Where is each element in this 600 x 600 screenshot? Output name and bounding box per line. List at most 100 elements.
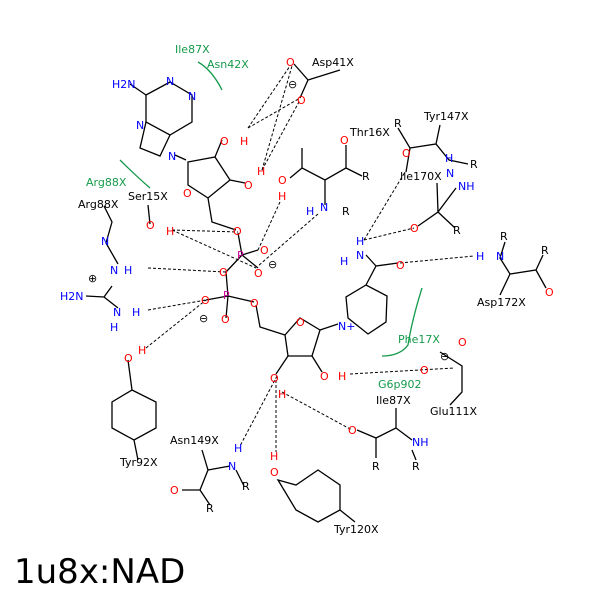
bond (365, 254, 399, 286)
bond (174, 154, 187, 161)
atom-label: N (136, 119, 144, 132)
bond (397, 124, 469, 229)
atom-label: N (188, 90, 196, 103)
atom-label: O (254, 267, 263, 280)
atom-label: N (110, 264, 118, 277)
atom-label: NH (412, 436, 429, 449)
atom-label: H2N (60, 290, 84, 303)
bond (182, 449, 245, 506)
atom-label: O (220, 135, 229, 148)
atom-label: R (500, 230, 508, 243)
atom-label: O (260, 244, 269, 257)
atom-label: O (233, 225, 242, 238)
atom-label: O (221, 313, 230, 326)
atom-label: ⊕ (88, 272, 97, 285)
bond (229, 179, 246, 184)
bond (205, 232, 259, 319)
atom-label: O (458, 336, 467, 349)
diagram-title: 1u8x:NAD (14, 552, 186, 592)
atom-label: O (270, 466, 279, 479)
atom-label: H (166, 225, 174, 238)
residue-asn149: Asn149X (170, 434, 219, 447)
atom-label: R (412, 460, 420, 473)
ribose-1 (187, 156, 231, 199)
bond (255, 304, 286, 336)
residue-tyr147: Tyr147X (423, 110, 469, 123)
atom-label: O (170, 484, 179, 497)
atom-label: H (138, 344, 146, 357)
residue-ile87: Ile87X (376, 394, 411, 407)
atom-label: O (320, 370, 329, 383)
bond (145, 81, 193, 136)
atom-label: H (110, 321, 118, 334)
atom-label: O (201, 294, 210, 307)
atom-label: O (410, 222, 419, 235)
atom-label: R (394, 117, 402, 130)
atom-label: ⊖ (199, 312, 208, 325)
atom-label: NH (458, 180, 475, 193)
atom-label: R (342, 205, 350, 218)
atom-label: O (545, 286, 554, 299)
bond (214, 139, 223, 158)
atom-label: O (402, 147, 411, 160)
atom-label: H (132, 306, 140, 319)
residue-tyr92: Tyr92X (119, 456, 158, 469)
atom-label: O (296, 316, 305, 329)
atom-label: N (496, 250, 504, 263)
atom-label: H (356, 235, 364, 248)
residue-asp172: Asp172X (477, 296, 526, 309)
bond (147, 204, 151, 225)
atom-label: N (356, 249, 364, 262)
bond (439, 351, 463, 406)
hydrophobic-arc-asn42 (197, 61, 223, 91)
ribose-2 (284, 317, 321, 357)
atom-label: O (348, 424, 357, 437)
atom-label: R (362, 170, 370, 183)
atom-label: N (168, 150, 176, 163)
atom-label: H (257, 165, 265, 178)
atom-label: N (101, 235, 109, 248)
hydrogen-bond (145, 65, 475, 452)
atom-label: H (124, 264, 132, 277)
atom-label: N (446, 167, 454, 180)
atom-label: O (244, 179, 253, 192)
atom-label: O (270, 372, 279, 385)
atom-label: H (338, 370, 346, 383)
atom-label: H (340, 255, 348, 268)
bond (207, 197, 237, 231)
hydrogen-bonds (145, 65, 475, 452)
atom-label: N (320, 201, 328, 214)
atom-label: O (219, 266, 228, 279)
residue-phe17: Phe17X (398, 333, 440, 346)
atom-label: N (166, 75, 174, 88)
atom-label: R (453, 224, 461, 237)
atom-label: R (541, 244, 549, 257)
bond (129, 83, 147, 96)
atom-label: O (340, 134, 349, 147)
atom-label: R (242, 480, 250, 493)
atom-label: R (372, 460, 380, 473)
bond (139, 121, 171, 157)
atom-label: H (278, 190, 286, 203)
residue-g6p902: G6p902 (378, 378, 422, 391)
bond (85, 205, 119, 309)
residue-ile170: Ile170X (400, 170, 442, 183)
residue-asp41: Asp41X (312, 56, 354, 69)
atom-label: R (206, 502, 214, 515)
atom-label: O (278, 174, 287, 187)
atom-label: O (250, 297, 259, 310)
residue-thr16: Thr16X (349, 126, 390, 139)
atom-label: H (445, 152, 453, 165)
nicotinamide-ring (345, 284, 388, 335)
atom-label: ⊖ (440, 350, 449, 363)
residue-labels: Ile87X Asn42X Asp41X Thr16X Tyr147X Ile1… (78, 43, 526, 536)
atom-label: ⊖ (268, 258, 277, 271)
atom-label: P (237, 249, 244, 262)
atom-label: N (228, 460, 236, 473)
adenine-ring (129, 81, 193, 161)
atom-label: R (470, 158, 478, 171)
bond (293, 63, 341, 99)
atom-label: O (420, 364, 429, 377)
